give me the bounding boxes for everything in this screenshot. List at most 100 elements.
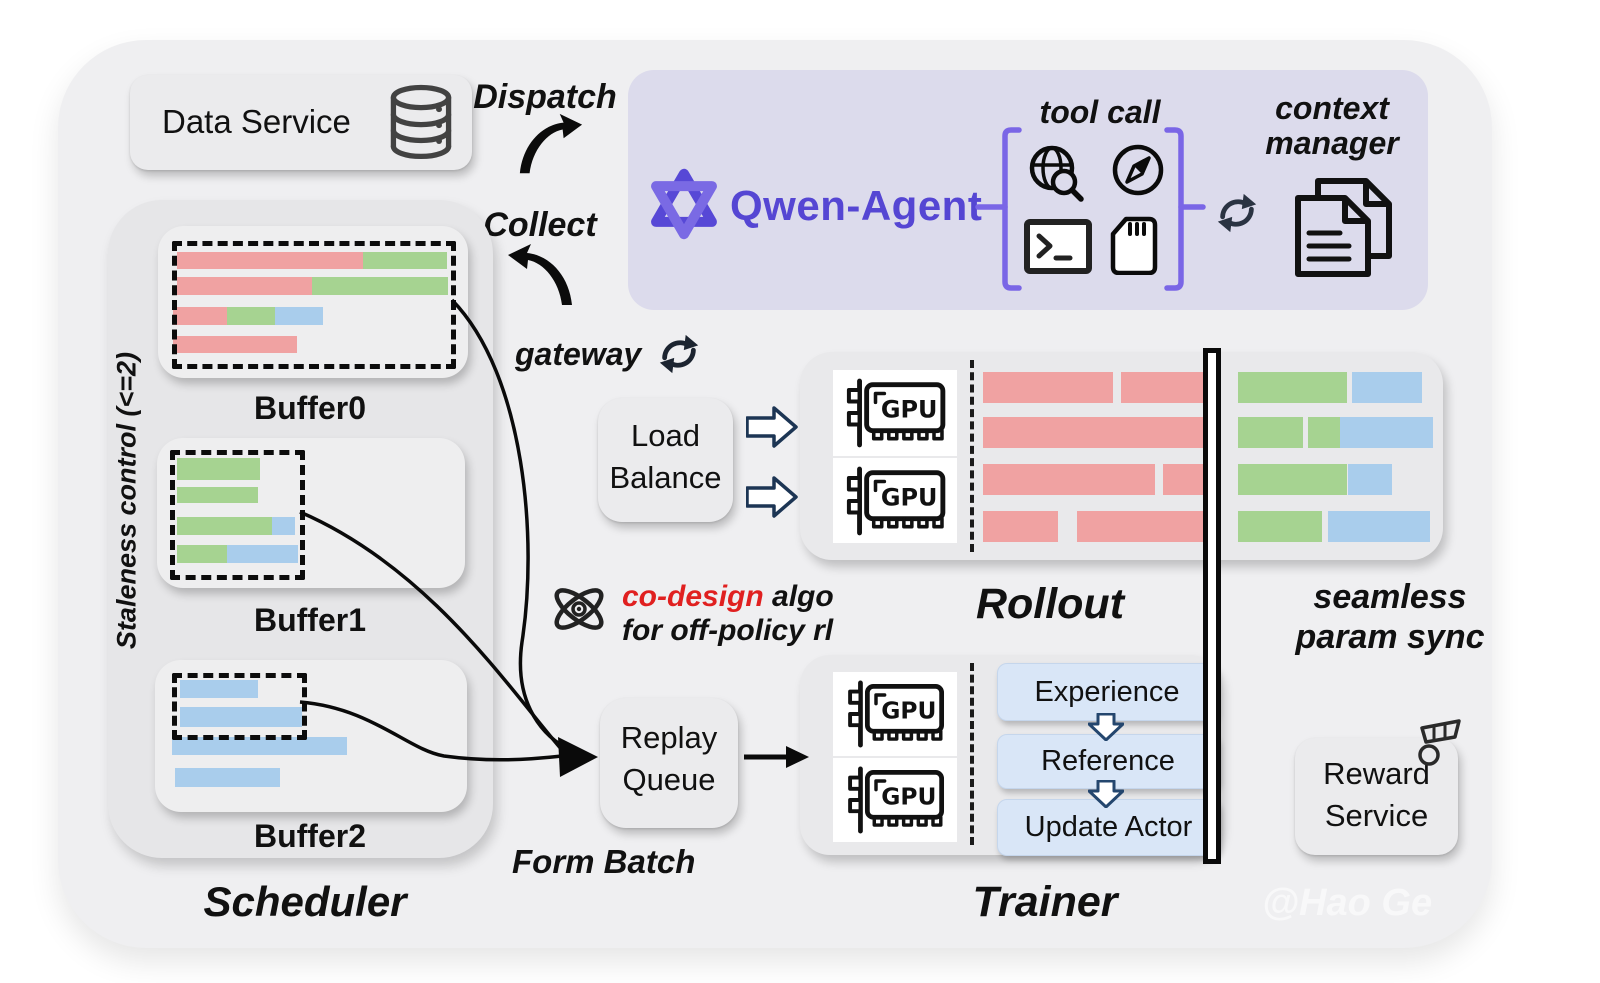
trajectory-bar-green [363, 252, 447, 269]
rollout-gpu-separator [970, 360, 974, 552]
trainer-gpu-tile: GPU [833, 758, 957, 842]
block-arrow-right-icon [746, 406, 798, 448]
codesign-rest: algo [763, 580, 834, 613]
buffer1-box [157, 438, 465, 588]
trajectory-bar-green [1238, 417, 1303, 448]
form-batch-label: Form Batch [512, 843, 696, 880]
trajectory-bar-blue [1352, 372, 1422, 403]
trajectory-bar-green [177, 545, 227, 563]
data-service-label: Data Service [162, 103, 351, 140]
trajectory-bar-green [1238, 464, 1347, 495]
buffer2-label: Buffer2 [253, 818, 366, 854]
replay-queue-box: Replay Queue [600, 698, 738, 828]
buffer0-box [158, 226, 468, 378]
trajectory-bar-blue [180, 707, 302, 727]
gateway-sync-icon [659, 334, 699, 374]
trajectory-bar-green [1238, 372, 1347, 403]
trajectory-bar-blue [1340, 417, 1433, 448]
trajectory-bar-red [983, 417, 1216, 448]
trajectory-bar-blue [227, 545, 298, 563]
svg-text:GPU: GPU [881, 697, 936, 724]
trajectory-bar-red [177, 252, 363, 269]
trainer-label: Trainer [972, 878, 1118, 926]
buffer0-label: Buffer0 [253, 390, 366, 426]
medal-icon [1418, 719, 1461, 766]
trajectory-bar-red [177, 277, 312, 295]
atom-icon [554, 588, 604, 630]
load-balance-label-line2: Balance [609, 460, 722, 495]
trajectory-bar-blue [272, 517, 295, 535]
trajectory-bar-blue [1328, 511, 1430, 542]
compass-icon [1112, 144, 1164, 196]
dispatch-label: Dispatch [473, 78, 617, 116]
trajectory-bar-red [983, 511, 1058, 542]
trajectory-bar-red [1077, 511, 1216, 542]
trajectory-bar-red [173, 307, 227, 325]
buffer2-box [155, 660, 467, 812]
trainer-box: GPU GPU Experience Reference Update Acto… [800, 655, 1220, 856]
web-search-icon [1029, 145, 1084, 202]
codesign-label-line1: co-design algo [622, 580, 834, 614]
staleness-control-label: Staleness control (<=2) [111, 351, 142, 650]
codesign-label-line2: for off-policy rl [622, 614, 834, 647]
trajectory-bar-red [173, 336, 297, 353]
experience-step: Experience [997, 663, 1217, 721]
trajectory-bar-blue [1348, 464, 1392, 495]
trainer-gpu-separator [970, 663, 974, 845]
buffer1-selection-rect [170, 450, 305, 580]
trajectory-bar-green [227, 307, 275, 325]
tool-bracket [975, 127, 1206, 291]
tool-call-label: tool call [1039, 94, 1161, 130]
svg-text:GPU: GPU [881, 483, 938, 511]
trajectory-bar-green [1308, 417, 1340, 448]
buffer1-label: Buffer1 [253, 602, 366, 638]
trainer-gpu-tile: GPU [833, 672, 957, 756]
reward-service-label-line1: Reward [1323, 756, 1430, 791]
trajectory-bar-blue [275, 307, 323, 325]
trajectory-bar-green [312, 277, 448, 295]
param-sync-label-line2: param sync [1295, 618, 1485, 656]
database-icon [390, 84, 452, 160]
trajectory-bar-red [1121, 372, 1216, 403]
watermark: @Hao Ge [1262, 882, 1433, 924]
collect-label: Collect [483, 206, 597, 244]
gpu-icon: GPU [846, 378, 946, 448]
rollout-label: Rollout [975, 580, 1125, 628]
replay-queue-label-line1: Replay [620, 720, 718, 755]
load-balance-box: Load Balance [598, 398, 733, 522]
trajectory-bar-red [983, 372, 1113, 403]
block-arrow-down-icon [1088, 780, 1124, 808]
gpu-icon: GPU [848, 680, 945, 748]
sd-card-icon [1110, 216, 1158, 275]
context-sync-icon [1217, 193, 1257, 233]
gpu-icon: GPU [848, 766, 945, 834]
data-service-box: Data Service [130, 75, 472, 170]
scheduler-label: Scheduler [203, 878, 407, 925]
terminal-icon [1024, 219, 1092, 274]
dispatch-arrow-icon [519, 113, 583, 174]
param-sync-barrier [1203, 348, 1221, 864]
update-actor-step: Update Actor [997, 799, 1220, 856]
rollout-gpu-tile: GPU [833, 370, 957, 456]
load-balance-label-line1: Load [631, 418, 700, 453]
buffer2-selection-rect [172, 673, 307, 740]
trajectory-bar-green [177, 458, 260, 480]
collect-arrow-icon [508, 244, 572, 305]
trajectory-bar-red [983, 464, 1155, 495]
gateway-label: gateway [515, 336, 642, 372]
trajectory-bar-blue [180, 680, 258, 698]
svg-text:GPU: GPU [881, 783, 936, 810]
block-arrow-down-icon [1088, 713, 1124, 741]
block-arrow-right-icon [746, 476, 798, 518]
rollout-box: GPU GPU [800, 352, 1443, 560]
trajectory-bar-green [1238, 511, 1322, 542]
trajectory-bar-blue [175, 768, 280, 787]
replay-queue-label-line2: Queue [622, 762, 716, 797]
context-manager-label-line2: manager [1265, 125, 1399, 161]
codesign-highlight: co-design [622, 580, 764, 613]
qwen-agent-label: Qwen-Agent [730, 182, 983, 229]
trajectory-bar-green [177, 487, 258, 503]
context-manager-label-line1: context [1275, 90, 1389, 126]
gpu-icon: GPU [846, 466, 946, 535]
